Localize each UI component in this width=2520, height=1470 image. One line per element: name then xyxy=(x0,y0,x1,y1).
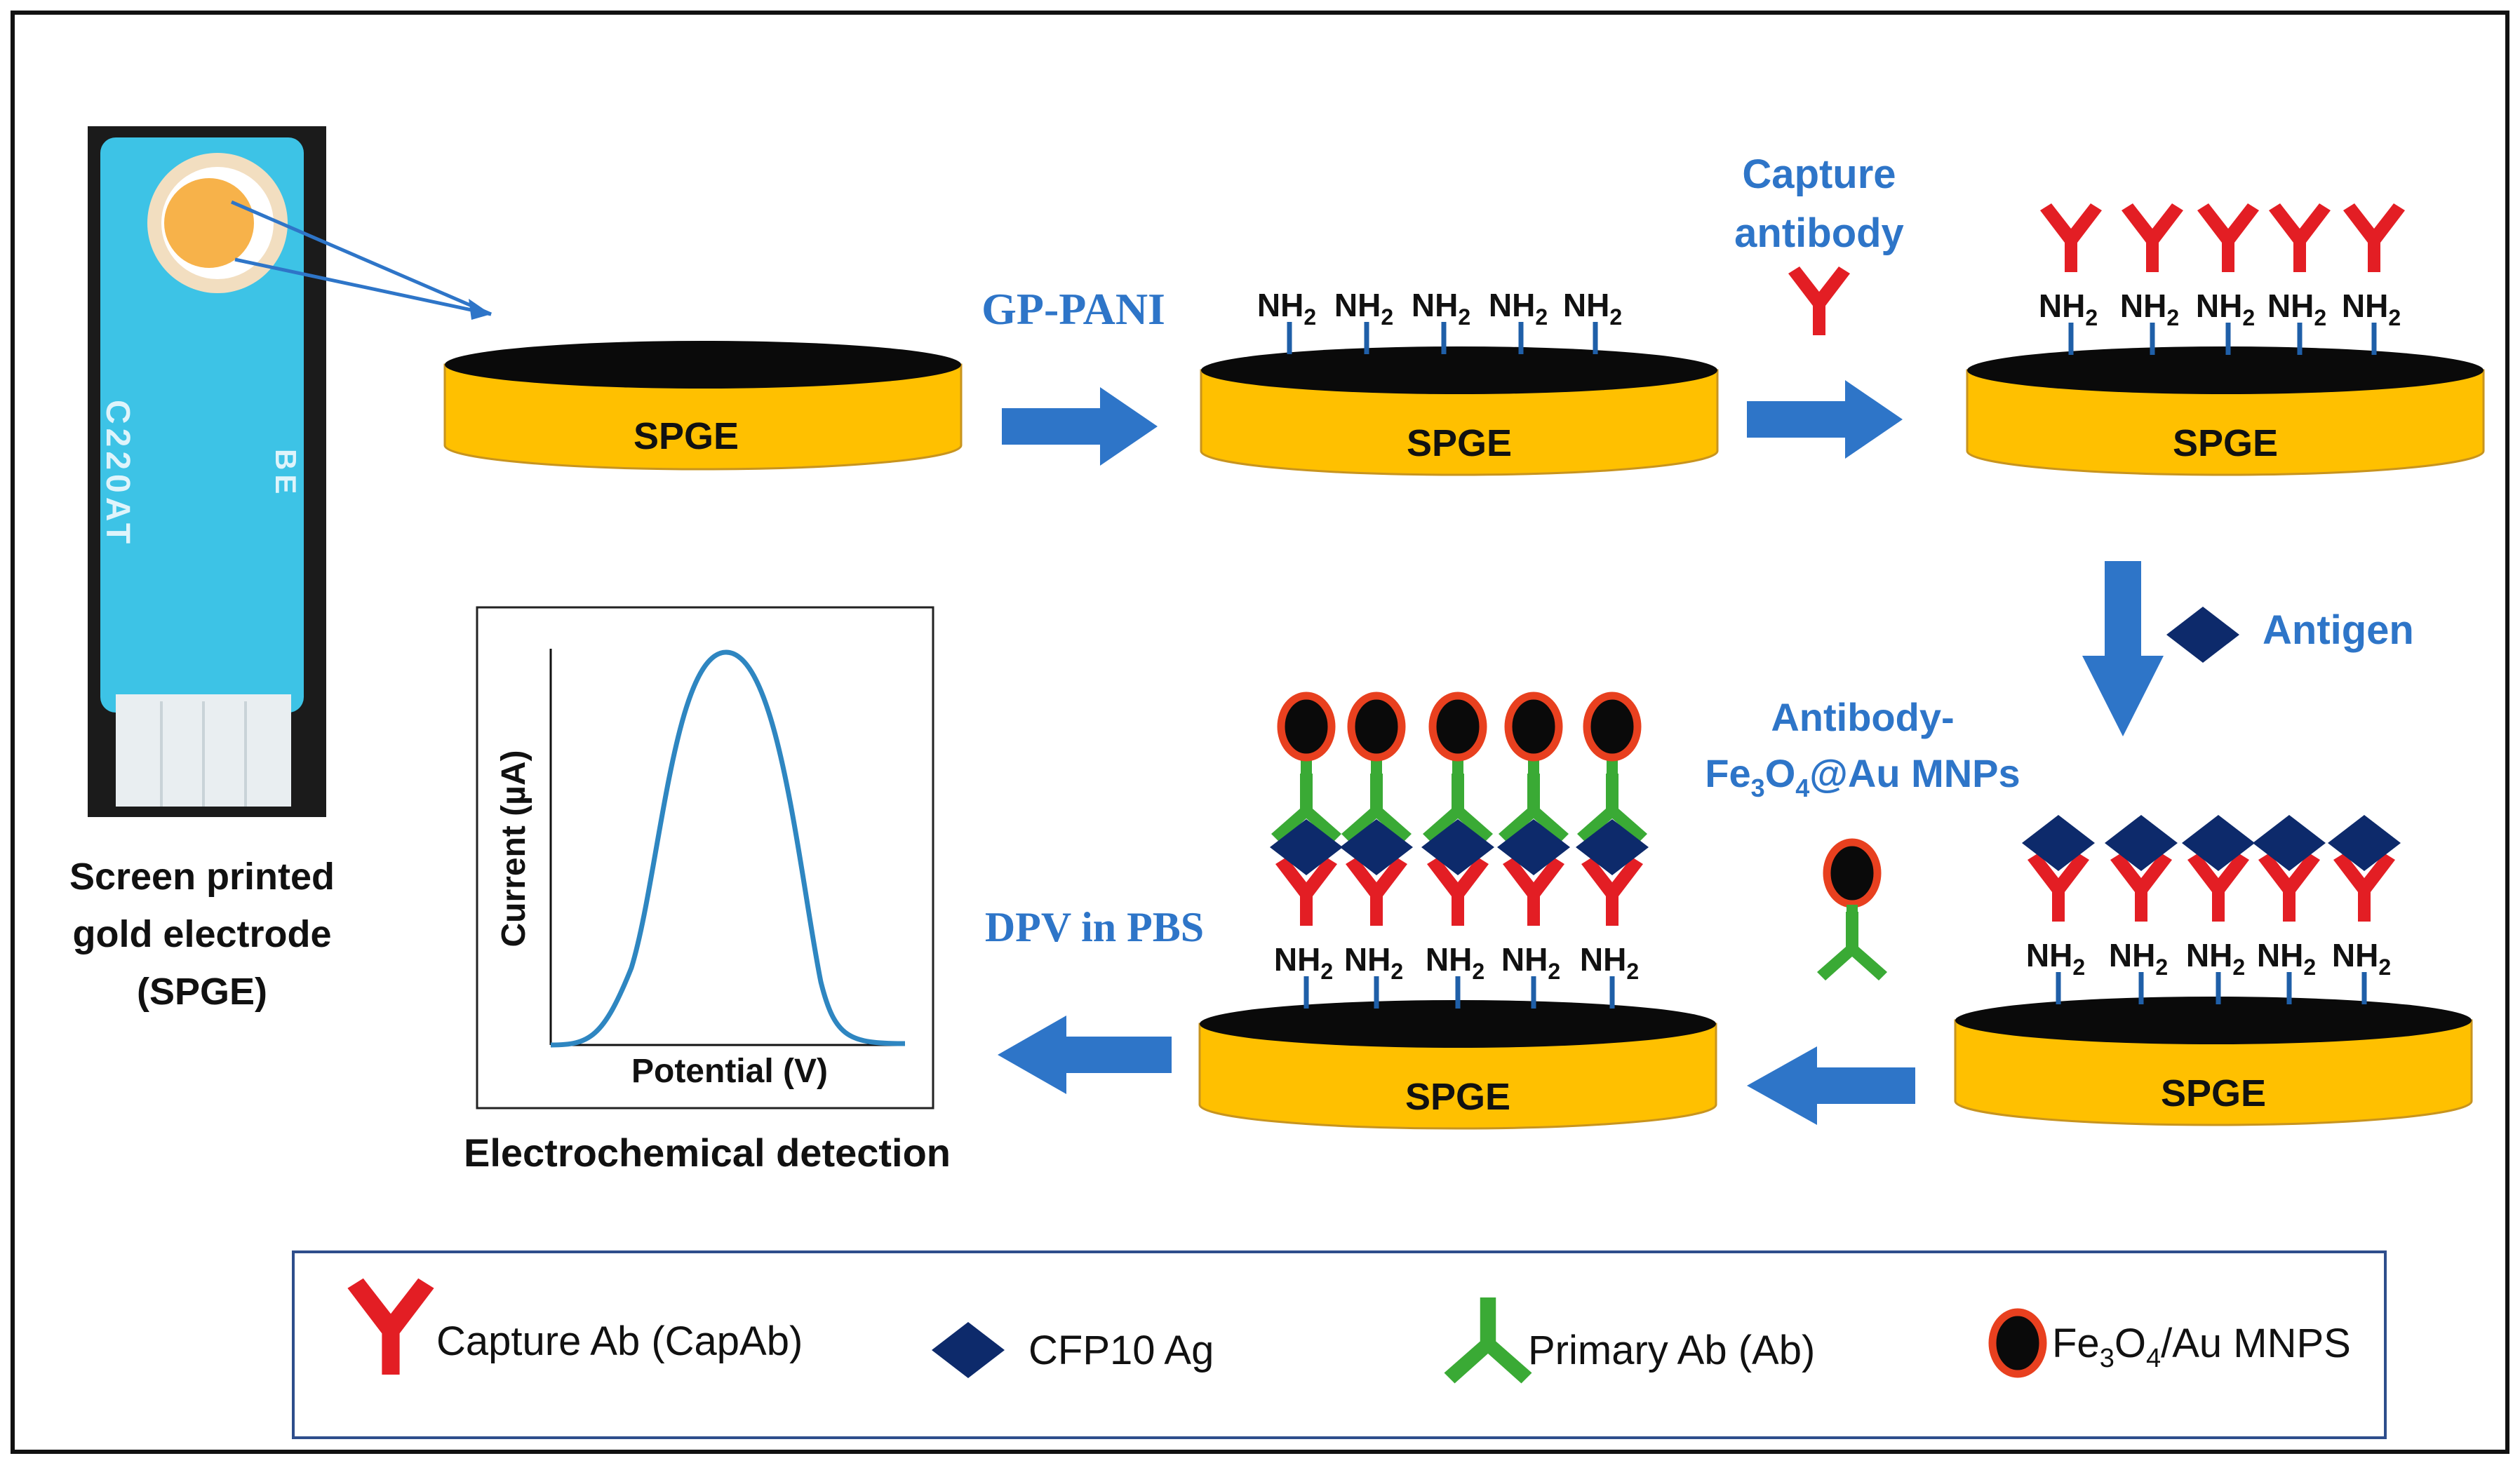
zoom-line-lower xyxy=(234,257,492,316)
legend-primary-label: Primary Ab (Ab) xyxy=(1528,1328,1815,1373)
amine-label: NH2 xyxy=(1257,287,1316,330)
amine-label: NH2 xyxy=(1334,287,1393,330)
disk-label: SPGE xyxy=(1407,422,1512,464)
step-antigen: Antigen xyxy=(2263,607,2414,653)
amine-label: NH2 xyxy=(2257,937,2316,980)
plot-caption: Electrochemical detection xyxy=(464,1131,951,1175)
amine-label: NH2 xyxy=(1563,287,1622,330)
amine-label: NH2 xyxy=(2026,937,2085,980)
step-conjugate-2: Fe3O4@Au MNPs xyxy=(1705,751,2020,802)
amine-label: NH2 xyxy=(1412,287,1470,330)
electrode-code-right: BE xyxy=(269,449,302,498)
legend: Capture Ab (CapAb) CFP10 Ag Primary Ab (… xyxy=(292,1250,2387,1439)
amine-row-4: NH2 NH2 NH2 NH2 NH2 xyxy=(2022,815,2401,1004)
nanoparticle-icon xyxy=(1281,696,1332,757)
legend-capture-label: Capture Ab (CapAb) xyxy=(436,1319,803,1364)
amine-row-3: NH2 NH2 NH2 NH2 NH2 xyxy=(2039,203,2405,355)
amine-label: NH2 xyxy=(1501,941,1560,984)
disk-label: SPGE xyxy=(2173,422,2278,464)
amine-label: NH2 xyxy=(1580,941,1639,984)
amine-row-5: NH2 NH2 NH2 NH2 NH2 xyxy=(1270,696,1649,1009)
disk-label: SPGE xyxy=(2161,1072,2266,1114)
amine-row-2: NH2 NH2 NH2 NH2 NH2 xyxy=(1257,287,1622,354)
arrow-left-1 xyxy=(1747,1046,1915,1125)
electrode-caption-3: (SPGE) xyxy=(137,971,267,1013)
disk-bare: SPGE xyxy=(443,339,963,471)
dpv-peak-curve xyxy=(550,649,906,1048)
amine-label: NH2 xyxy=(2267,288,2326,330)
amine-label: NH2 xyxy=(2186,937,2245,980)
disk-sandwich: SPGE xyxy=(1198,999,1717,1130)
arrow-down xyxy=(2082,561,2164,736)
electrode-caption-2: gold electrode xyxy=(72,913,331,955)
amine-label: NH2 xyxy=(2039,288,2098,330)
nanoparticle-icon xyxy=(1587,696,1637,757)
legend-mnp-label: Fe3O4/Au MNPS xyxy=(2052,1321,2351,1373)
plot-xlabel: Potential (V) xyxy=(631,1053,828,1090)
disk-capture: SPGE xyxy=(1966,345,2485,476)
legend-mnp-icon xyxy=(1992,1312,2043,1374)
amine-label: NH2 xyxy=(2342,288,2401,330)
disk-antigen: SPGE xyxy=(1954,995,2473,1126)
step-capture-1: Capture xyxy=(1742,151,1896,197)
plot-ylabel: Current (µA) xyxy=(495,750,532,948)
amine-label: NH2 xyxy=(2109,937,2168,980)
step-capture-2: antibody xyxy=(1734,210,1904,256)
amine-label: NH2 xyxy=(1426,941,1484,984)
step-gp-pani: GP-PANI xyxy=(981,284,1165,334)
amine-label: NH2 xyxy=(2120,288,2179,330)
amine-label: NH2 xyxy=(1274,941,1333,984)
amine-label: NH2 xyxy=(1344,941,1403,984)
dpv-plot: Current (µA) Potential (V) xyxy=(476,606,934,1110)
legend-antigen-label: CFP10 Ag xyxy=(1028,1328,1214,1373)
electrode-code-left: C220AT xyxy=(99,400,136,548)
disk-amine: SPGE xyxy=(1200,345,1719,476)
disk-label: SPGE xyxy=(1405,1076,1510,1118)
zoom-line-upper xyxy=(231,200,492,316)
nanoparticle-icon xyxy=(1433,696,1483,757)
electrode-caption-1: Screen printed xyxy=(69,856,335,898)
figure-frame xyxy=(11,11,2509,1454)
amine-label: NH2 xyxy=(1489,287,1548,330)
arrow-left-2 xyxy=(998,1016,1172,1094)
amine-label: NH2 xyxy=(2332,937,2391,980)
amine-label: NH2 xyxy=(2196,288,2255,330)
step-dpv: DPV in PBS xyxy=(985,904,1204,950)
conjugate-icon xyxy=(1817,842,1887,980)
disk-label: SPGE xyxy=(634,415,739,457)
nanoparticle-icon xyxy=(1351,696,1402,757)
step-conjugate-1: Antibody- xyxy=(1771,695,1954,739)
zoom-arrowhead xyxy=(469,299,491,320)
nanoparticle-icon xyxy=(1508,696,1559,757)
electrode-strip: C220AT BE xyxy=(88,126,326,817)
